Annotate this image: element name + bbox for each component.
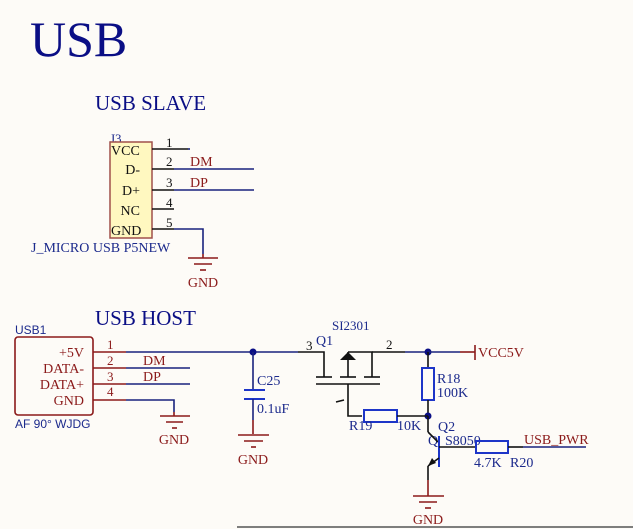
usb1-part-name: AF 90° WJDG — [15, 417, 90, 431]
wire-gnd-host — [126, 399, 175, 412]
q2-designator: Q2 — [438, 420, 455, 435]
j3-pin4-name: NC — [121, 204, 140, 219]
sheet-title: USB — [30, 11, 127, 67]
r20-value: 4.7K — [474, 456, 502, 471]
usb1-body — [14, 336, 94, 416]
transistor-q1[interactable]: SI2301 Q1 3 2 — [298, 318, 405, 417]
j3-pin2-name: D- — [125, 163, 140, 178]
j3-pin1-num: 1 — [166, 135, 173, 150]
resistor-r19[interactable]: R19 10K — [349, 409, 428, 434]
transistor-q2[interactable]: Q2 S8050 Q — [427, 416, 481, 496]
j3-body — [109, 141, 153, 239]
capacitor-c25[interactable]: C25 0.1uF — [244, 348, 290, 435]
usb1-pin4-num: 4 — [107, 384, 114, 399]
usb-slave-heading: USB SLAVE — [95, 91, 206, 115]
j3-part-name: J_MICRO USB P5NEW — [31, 241, 171, 256]
usb1-pin1-num: 1 — [107, 337, 114, 352]
r19-designator: R19 — [349, 419, 372, 434]
wire-gnd-slave — [174, 228, 204, 254]
net-label-usb-pwr: USB_PWR — [524, 433, 589, 448]
net-label-dp-slave: DP — [190, 176, 208, 191]
connector-usb1[interactable]: USB1 +5V DATA- DATA+ GND 1 2 3 4 AF 90° … — [14, 323, 126, 431]
j3-pin5-num: 5 — [166, 215, 173, 230]
connector-j3[interactable]: J3 VCC D- D+ NC GND 1 2 3 4 5 DM DP J_MI… — [31, 131, 254, 256]
resistor-r18[interactable]: R18 100K — [421, 352, 468, 416]
q2-emitter-arrow — [428, 458, 436, 466]
net-label-vcc5v: VCC5V — [478, 346, 524, 361]
gnd-symbol-slave: GND — [188, 254, 218, 291]
j3-pin1-name: VCC — [111, 144, 140, 159]
r19-value: 10K — [397, 419, 421, 434]
gnd-symbol-host: GND — [159, 412, 190, 448]
r18-value: 100K — [437, 386, 468, 401]
net-label-dp-host: DP — [143, 370, 161, 385]
gnd-label-c25: GND — [238, 453, 268, 468]
j3-pin3-name: D+ — [122, 184, 140, 199]
c25-value: 0.1uF — [257, 402, 290, 417]
usb1-pin2-name: DATA- — [43, 362, 84, 377]
r20-designator: R20 — [510, 456, 533, 471]
q1-arrow — [340, 352, 356, 360]
usb1-pin3-num: 3 — [107, 369, 114, 384]
r18-designator: R18 — [437, 372, 460, 387]
q1-part: SI2301 — [332, 318, 370, 333]
usb1-pin4-name: GND — [54, 394, 84, 409]
j3-pin3-num: 3 — [166, 175, 173, 190]
gnd-symbol-c25: GND — [238, 434, 269, 468]
j3-designator: J3 — [110, 131, 122, 146]
q1-pin1-mark — [335, 399, 345, 403]
usb1-pin2-num: 2 — [107, 353, 114, 368]
gnd-symbol-q2: GND — [413, 495, 444, 528]
q1-pin3-num: 3 — [306, 338, 313, 353]
usb1-pin3-name: DATA+ — [40, 378, 84, 393]
c25-designator: C25 — [257, 374, 280, 389]
net-label-dm-host: DM — [143, 354, 166, 369]
j3-pin5-name: GND — [111, 224, 141, 239]
j3-pin4-num: 4 — [166, 195, 173, 210]
q2-q-mark: Q — [428, 434, 438, 449]
net-label-dm-slave: DM — [190, 155, 213, 170]
q1-pin2-num: 2 — [386, 337, 393, 352]
q2-part: S8050 — [445, 434, 481, 449]
gnd-label-host: GND — [159, 433, 189, 448]
resistor-r20[interactable]: 4.7K R20 — [474, 440, 533, 471]
usb1-designator: USB1 — [15, 323, 47, 337]
usb-host-heading: USB HOST — [95, 306, 196, 330]
gnd-label-q2: GND — [413, 513, 443, 528]
j3-pin2-num: 2 — [166, 154, 173, 169]
usb1-pin1-name: +5V — [59, 346, 84, 361]
gnd-label-slave: GND — [188, 276, 218, 291]
q1-designator: Q1 — [316, 334, 333, 349]
